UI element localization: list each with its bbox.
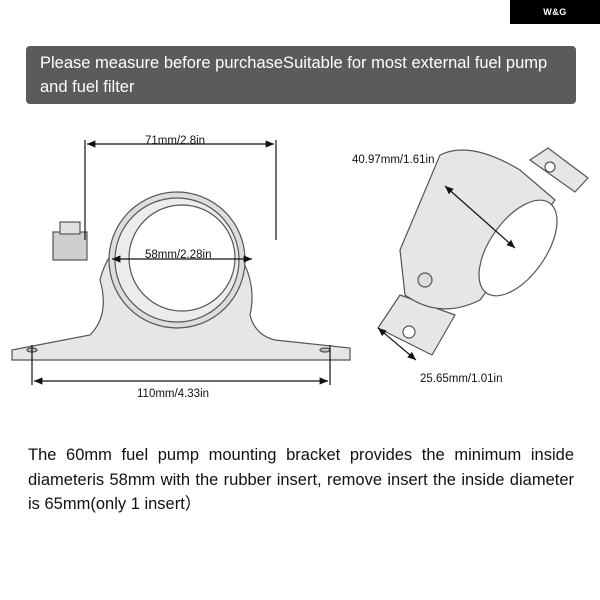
side-view-dimension-lines — [377, 185, 516, 361]
outer-width-label: 71mm/2.8in — [145, 135, 206, 147]
foot-width-label: 25.65mm/1.01in — [420, 373, 503, 385]
banner-text: Please measure before purchaseSuitable f… — [40, 54, 548, 96]
clamp-width-label: 40.97mm/1.61in — [352, 154, 435, 166]
bracket-diagram — [11, 140, 589, 385]
front-view-bracket — [11, 191, 351, 361]
logo-text: W&G — [543, 7, 567, 17]
notice-banner: Please measure before purchaseSuitable f… — [26, 46, 576, 104]
base-length-label: 110mm/4.33in — [137, 388, 210, 400]
inner-diameter-label: 58mm/2.28in — [145, 249, 212, 261]
brand-logo: W&G — [510, 0, 600, 24]
product-description: The 60mm fuel pump mounting bracket prov… — [28, 446, 574, 513]
front-view-dimension-lines — [31, 140, 331, 385]
side-view-bracket — [377, 147, 589, 356]
